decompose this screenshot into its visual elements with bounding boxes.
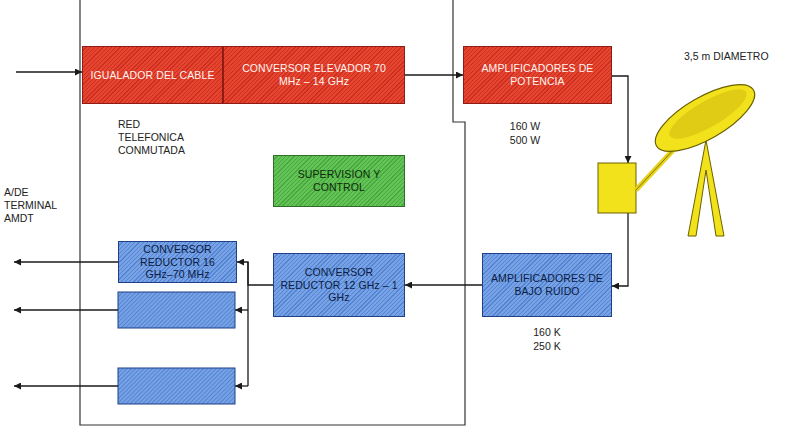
room-outline: [80, 0, 465, 425]
power-value: 500 W: [495, 134, 555, 147]
branch-line: [235, 309, 248, 310]
node-text: IGUALADOR DEL CABLE: [90, 69, 214, 82]
antenna-dish-inner: [663, 81, 752, 148]
signal-arrow: [237, 262, 273, 285]
converter-box: [118, 368, 235, 404]
signal-arrow: [405, 74, 463, 75]
up-converter-box: CONVERSOR ELEVADOR 70 MHz – 14 GHz: [223, 46, 405, 104]
node-text: CONVERSOR REDUCTOR 12 GHz – 1 GHz: [280, 266, 398, 304]
output-line: [14, 309, 118, 310]
power-value: 160 W: [495, 120, 555, 133]
network-label: RED TELEFONICA CONMUTADA: [118, 118, 196, 157]
equalizer-box: IGUALADOR DEL CABLE: [82, 46, 223, 104]
antenna-dish: [646, 72, 764, 164]
diameter-label: 3,5 m DIAMETRO: [684, 50, 798, 63]
receive-line: [612, 213, 628, 286]
node-text: CONVERSOR ELEVADOR 70 MHz – 14 GHz: [230, 62, 398, 87]
converter-box: [118, 292, 235, 328]
antenna-stand: [688, 140, 724, 236]
node-text: CONVERSOR REDUCTOR 16 GHz–70 MHz: [125, 243, 230, 281]
down-converter-box: CONVERSOR REDUCTOR 12 GHz – 1 GHz: [273, 253, 405, 317]
low-noise-amplifier-box: AMPLIFICADORES DE BAJO RUIDO: [482, 253, 612, 317]
node-text: AMPLIFICADORES DE BAJO RUIDO: [489, 272, 605, 297]
terminal-label: A/DE TERMINAL AMDT: [4, 186, 68, 225]
down-converter-box: CONVERSOR REDUCTOR 16 GHz–70 MHz: [118, 241, 237, 283]
branch-line: [235, 385, 248, 386]
output-line: [14, 385, 118, 386]
control-box: SUPERVISION Y CONTROL: [273, 155, 405, 207]
node-text: SUPERVISION Y CONTROL: [280, 168, 398, 193]
feed-box: [598, 163, 636, 213]
signal-arrow: [405, 284, 482, 285]
power-amplifier-box: AMPLIFICADORES DE POTENCIA: [463, 46, 612, 104]
input-line: [16, 71, 82, 72]
noise-temperature: 160 K: [517, 326, 577, 339]
feed-line: [612, 76, 628, 163]
node-text: AMPLIFICADORES DE POTENCIA: [470, 62, 605, 87]
output-line: [14, 261, 118, 262]
noise-temperature: 250 K: [517, 340, 577, 353]
